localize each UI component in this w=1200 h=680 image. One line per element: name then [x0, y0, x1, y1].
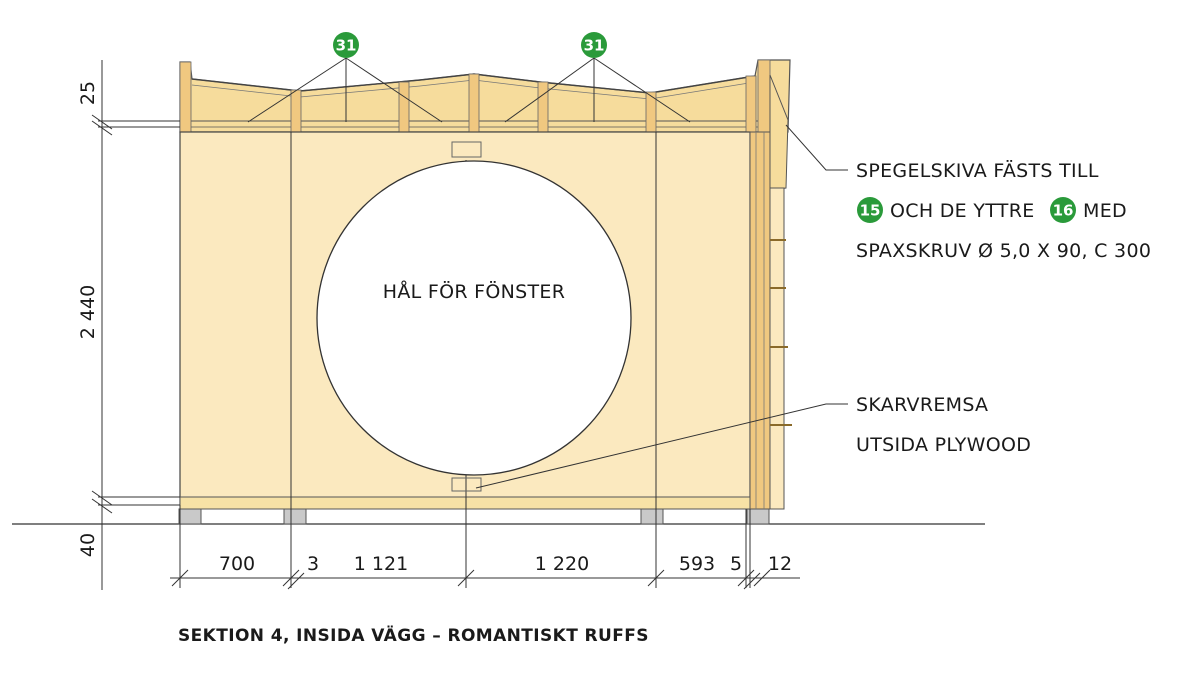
callout-joint-line1: SKARVREMSA: [856, 394, 988, 416]
foundation-block: [640, 508, 664, 525]
roof-stud: [757, 59, 771, 133]
window-hole: [316, 160, 632, 476]
dim-tick: [282, 569, 300, 587]
end-cladding: [769, 74, 789, 191]
callout-badge-15-text: 15: [860, 202, 881, 220]
dim-tick: [737, 569, 755, 587]
part-badge-circle: [581, 32, 607, 58]
dim-tick: [287, 572, 305, 590]
part-badge-circle: [333, 32, 359, 58]
callout-badge-16-text: 16: [1053, 202, 1074, 220]
dim-tick: [647, 569, 665, 587]
callout-badge-15: [857, 197, 883, 223]
callout-leader-joint: [475, 403, 848, 489]
part-badge: 31: [581, 32, 607, 58]
dim-tick: [457, 569, 475, 587]
callout-mirror-line2: OCH DE YTTRE: [890, 200, 1035, 222]
dim-horizontal-593: 593: [679, 553, 715, 575]
callout-mirror-line1: SPEGELSKIVA FÄSTS TILL: [856, 159, 1099, 182]
badge-leader: [504, 57, 595, 123]
foundation-block: [178, 508, 202, 525]
vertical-dimension: [91, 60, 180, 590]
dim-horizontal-1220: 1 220: [535, 553, 589, 575]
window-hole-label: HÅL FÖR FÖNSTER: [383, 280, 566, 303]
joint-strip-top: [451, 141, 482, 158]
callout-mirror-line3: SPAXSKRUV Ø 5,0 X 90, C 300: [856, 240, 1151, 262]
callout-joint-line2: UTSIDA PLYWOOD: [856, 434, 1031, 456]
roof-stud: [398, 81, 410, 133]
roof-stud: [290, 89, 302, 133]
dim-horizontal-1121: 1 121: [354, 553, 408, 575]
side-fittings: [770, 239, 792, 426]
badge-leader: [593, 57, 691, 123]
dim-horizontal-700: 700: [219, 553, 255, 575]
drawing-caption: SEKTION 4, INSIDA VÄGG – ROMANTISKT RUFF…: [178, 626, 649, 646]
dim-horizontal-5: 5: [730, 553, 742, 575]
outer-cladding: [769, 187, 785, 510]
callout-leader-mirror: [785, 124, 848, 171]
dim-horizontal-12: 12: [768, 553, 792, 575]
roof-studs: [179, 59, 771, 133]
roof-stud: [468, 73, 480, 133]
bottom-plate: [179, 496, 759, 510]
part-badge-text: 31: [584, 37, 605, 55]
foundation-block: [283, 508, 307, 525]
callout-mirror-line2-end: MED: [1083, 200, 1127, 222]
callout-badge-16: [1050, 197, 1076, 223]
dim-vertical-40: 40: [77, 533, 99, 557]
dim-tick: [91, 120, 113, 136]
dim-tick: [91, 114, 113, 130]
dim-vertical-2440: 2 440: [77, 285, 99, 339]
dim-tick: [171, 569, 189, 587]
dim-tick: [743, 572, 761, 590]
badge-leaders: [247, 57, 691, 123]
roof-stud: [179, 61, 192, 133]
foundation-blocks: [178, 508, 770, 525]
roof-stud: [745, 75, 757, 133]
end-framing: [749, 131, 771, 510]
badge-leader: [247, 57, 347, 123]
joint-strip-bottom: [451, 477, 482, 492]
dim-vertical-25: 25: [77, 81, 99, 105]
part-badge-text: 31: [336, 37, 357, 55]
dim-horizontal-3: 3: [307, 553, 319, 575]
horizontal-dimension: [170, 505, 800, 590]
badge-leader: [345, 57, 443, 123]
dim-tick: [91, 498, 113, 514]
roof-stud: [537, 81, 549, 133]
dim-tick: [91, 490, 113, 506]
part-badge: 31: [333, 32, 359, 58]
dim-tick: [753, 569, 771, 587]
